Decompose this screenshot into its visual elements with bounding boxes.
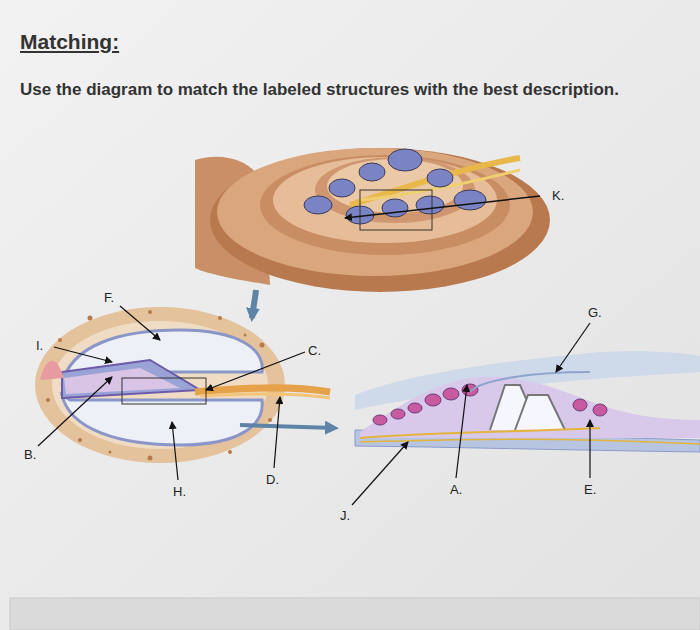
illustration-part [88, 316, 93, 321]
illustration-part [515, 395, 565, 430]
callout-letter: H. [173, 484, 186, 500]
callout-letter: E. [584, 482, 596, 498]
callout-letter: C. [308, 343, 321, 359]
callout-letter: B. [24, 447, 36, 463]
illustration-part [148, 310, 152, 314]
illustration-part [427, 169, 453, 187]
illustration-part [382, 199, 408, 217]
illustration-part [58, 338, 62, 342]
instruction-text: Use the diagram to match the labeled str… [20, 80, 619, 100]
organ-of-corti [355, 351, 700, 452]
illustration-part [46, 398, 50, 402]
cochlea-whole [195, 148, 550, 292]
illustration-part [62, 395, 262, 445]
illustration-part [425, 394, 441, 406]
illustration-part [359, 163, 385, 181]
illustration-part [456, 385, 467, 478]
illustration-part [360, 377, 700, 438]
illustration-part [454, 190, 486, 210]
illustration-part [228, 450, 232, 454]
illustration-part [120, 306, 160, 340]
illustration-part [373, 384, 607, 425]
illustration-part [573, 399, 587, 411]
illustration-part [172, 422, 178, 480]
illustration-part [200, 394, 330, 398]
illustration-part [78, 438, 82, 442]
illustration-part [148, 456, 153, 461]
illustration-part [408, 403, 422, 413]
illustration-part [195, 388, 330, 392]
callout-letter: D. [266, 472, 279, 488]
illustration-part [352, 442, 408, 505]
illustration-part [345, 196, 540, 218]
callout-letter: F. [104, 290, 114, 306]
illustration-part [122, 378, 206, 404]
illustration-part [252, 290, 256, 318]
illustration-part [462, 384, 478, 396]
callout-letter: I. [36, 338, 43, 354]
illustration-part [260, 343, 265, 348]
illustration-part [589, 420, 590, 478]
cochlea-cross-section [35, 307, 335, 463]
illustration-part [329, 179, 355, 197]
worksheet-title: Matching: [20, 30, 119, 54]
illustration-part [218, 316, 222, 320]
illustration-part [304, 196, 332, 214]
illustration-part [268, 418, 272, 422]
illustration-part [470, 372, 590, 392]
illustration-part [206, 352, 305, 390]
illustration-part [443, 388, 459, 400]
illustration-part [373, 415, 387, 425]
illustration-part [360, 428, 600, 438]
illustration-part [38, 377, 112, 446]
leader-lines [38, 306, 590, 505]
illustration-part [244, 334, 247, 337]
illustration-part [10, 598, 700, 630]
illustration-part [210, 148, 550, 292]
callout-letter: A. [450, 482, 462, 498]
illustration-part [388, 149, 422, 171]
illustration-part [52, 321, 268, 449]
illustration-part [391, 409, 405, 419]
illustration-part [109, 451, 112, 454]
illustration-part [62, 360, 200, 398]
illustration-part [416, 196, 444, 214]
illustration-part [593, 404, 607, 416]
callout-letter: K. [552, 188, 564, 204]
illustration-part [217, 148, 533, 276]
callout-letter: J. [340, 508, 350, 524]
illustration-part [274, 397, 280, 468]
illustration-part [240, 425, 335, 428]
illustration-part [360, 439, 700, 444]
illustration-part [556, 323, 590, 372]
illustration-part [54, 347, 112, 362]
illustration-part [40, 361, 64, 380]
callout-letter: G. [588, 305, 602, 321]
illustration-part [46, 310, 272, 461]
